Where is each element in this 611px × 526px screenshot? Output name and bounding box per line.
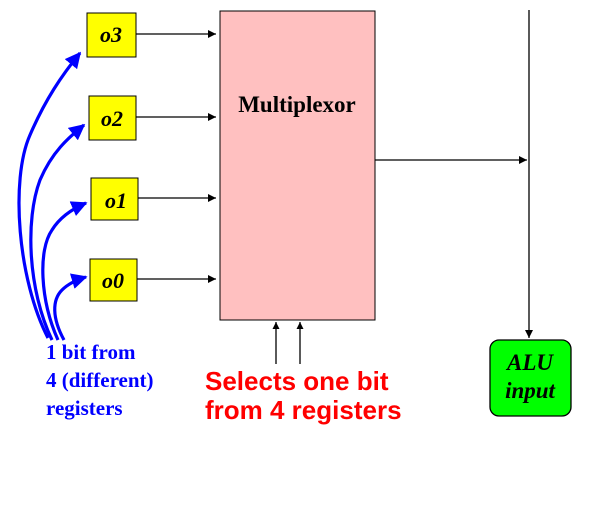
alu-input-label: input — [505, 378, 555, 403]
alu-input-block: ALU input — [489, 339, 572, 417]
red-annotation-line-1: Selects one bit — [205, 366, 389, 396]
blue-annotation-line-3: registers — [46, 396, 123, 420]
register-o1: o1 — [90, 177, 139, 221]
register-o1-label: o1 — [105, 188, 127, 213]
blue-annotation: 1 bit from 4 (different) registers — [46, 340, 154, 420]
register-o3: o3 — [86, 12, 137, 58]
register-o0-label: o0 — [102, 268, 124, 293]
blue-annotation-line-1: 1 bit from — [46, 340, 136, 364]
multiplexor-block: Multiplexor — [219, 10, 376, 321]
blue-arrow-to-o1 — [41, 201, 88, 341]
blue-annotation-line-2: 4 (different) — [46, 368, 154, 392]
register-o2: o2 — [88, 95, 137, 141]
blue-arrow-to-o3 — [17, 51, 82, 339]
register-o2-label: o2 — [101, 106, 123, 131]
register-o3-label: o3 — [100, 22, 122, 47]
blue-arrow-to-o0 — [53, 273, 88, 341]
red-annotation: Selects one bit from 4 registers — [205, 366, 402, 425]
alu-label: ALU — [505, 350, 554, 375]
register-o0: o0 — [89, 258, 138, 302]
red-annotation-line-2: from 4 registers — [205, 395, 402, 425]
blue-arrow-to-o2 — [29, 123, 86, 341]
multiplexor-label: Multiplexor — [238, 92, 356, 117]
